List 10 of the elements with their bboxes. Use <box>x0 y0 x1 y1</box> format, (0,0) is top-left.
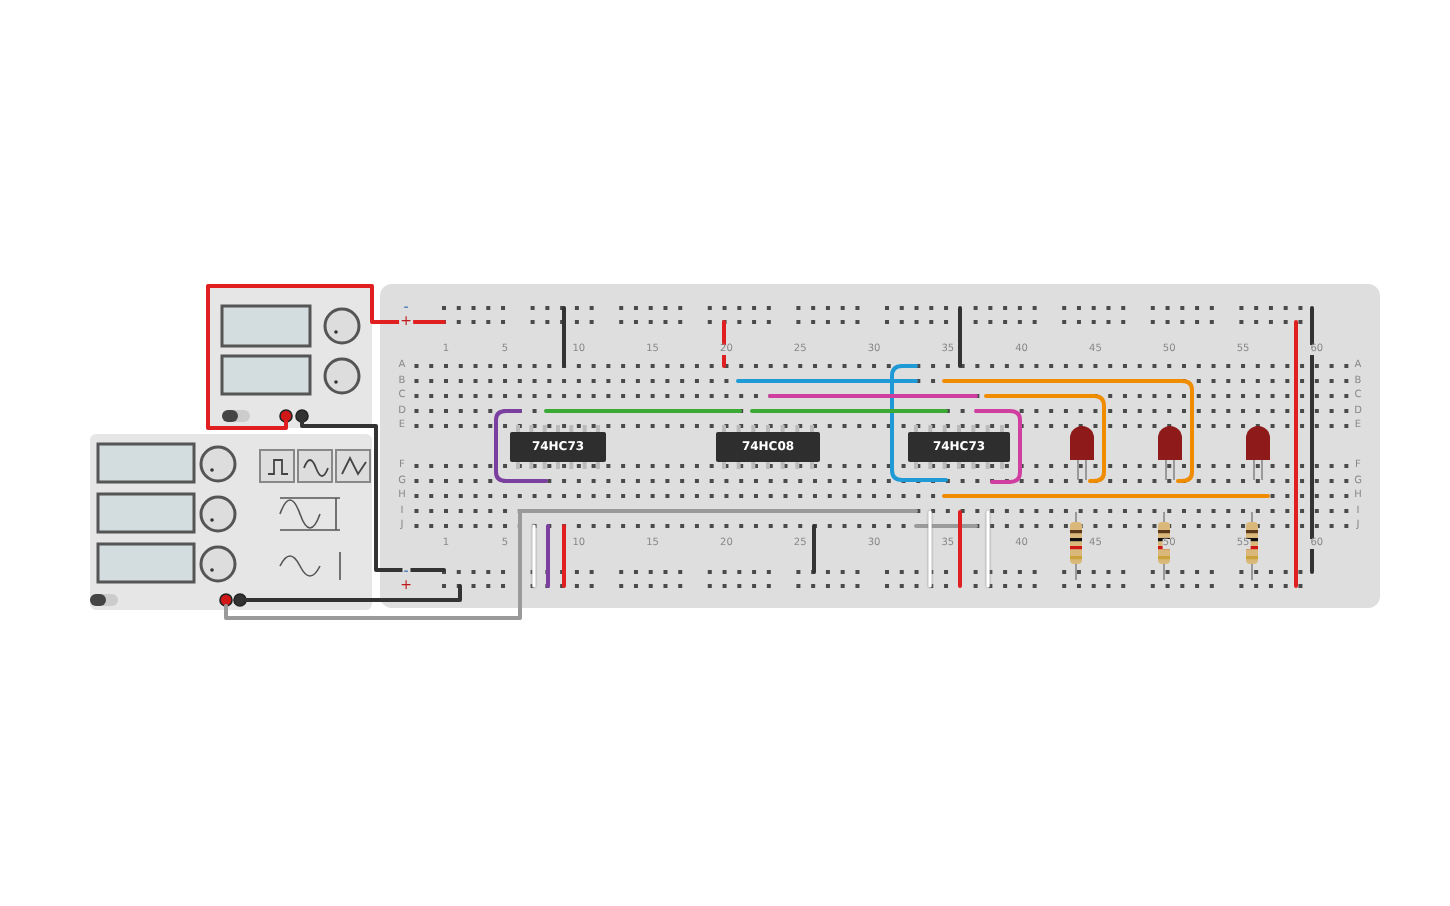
ic-chip <box>510 432 606 462</box>
ic-chip <box>716 432 820 462</box>
power-supply <box>208 286 372 428</box>
breadboard <box>380 284 1380 608</box>
wire <box>300 420 446 572</box>
function-generator <box>90 434 372 610</box>
wire <box>224 604 522 620</box>
ic-chip <box>908 432 1010 462</box>
wire <box>206 284 446 430</box>
wire <box>244 584 462 602</box>
